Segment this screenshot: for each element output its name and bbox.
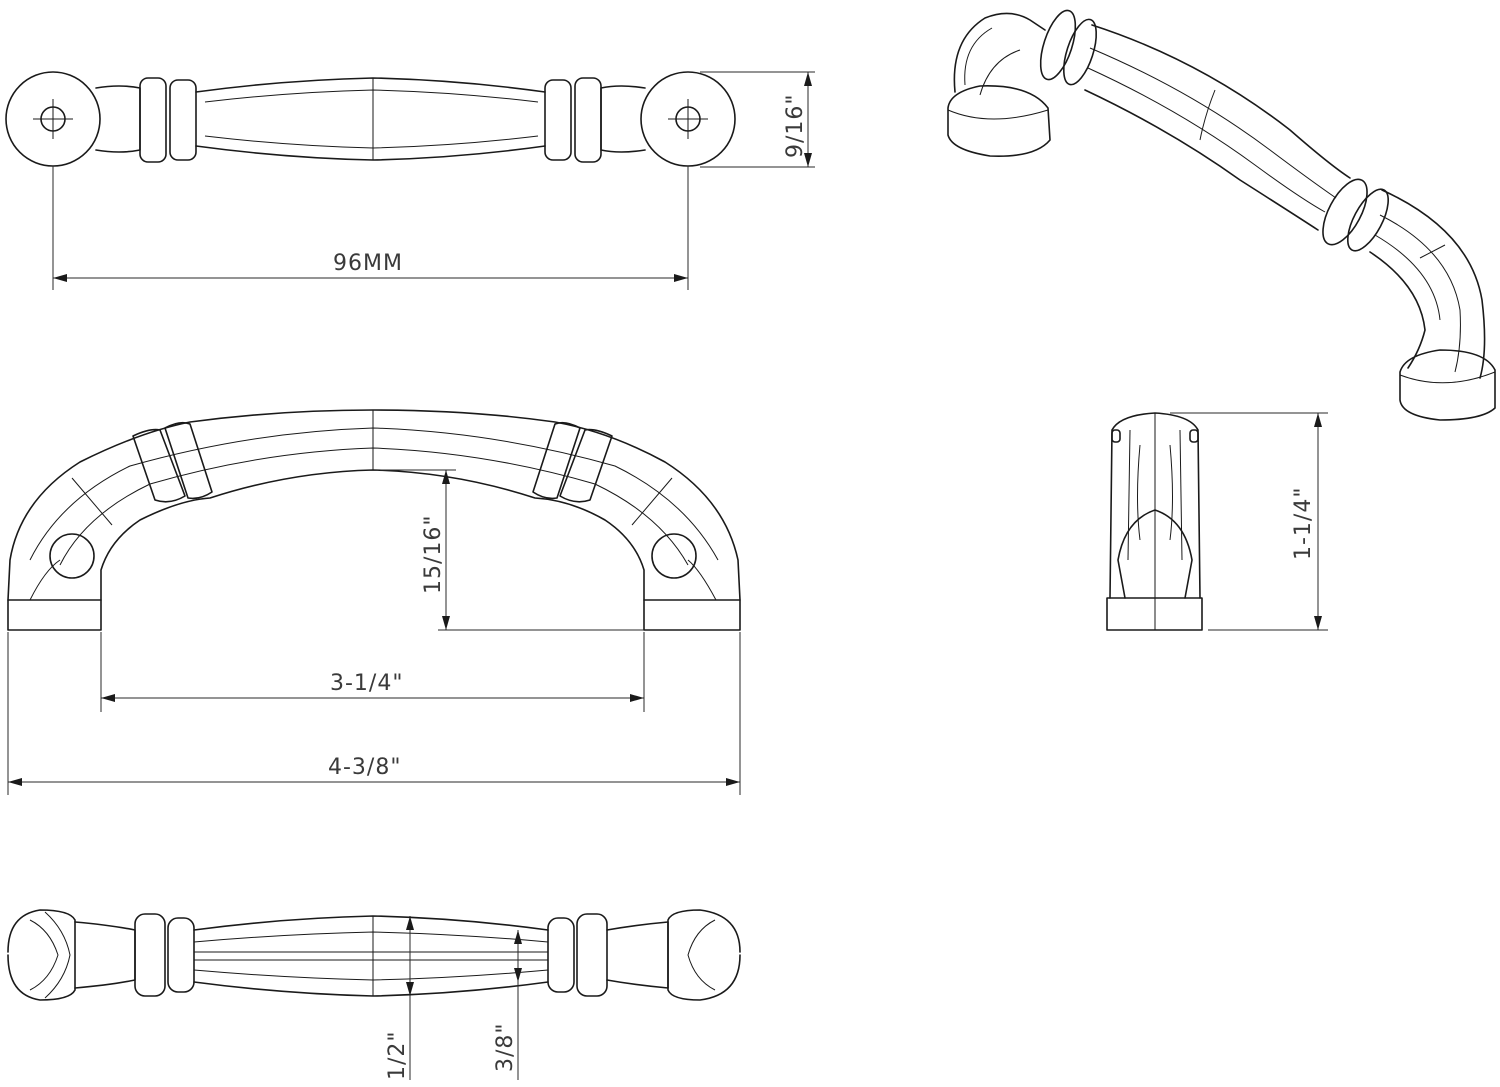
end-height-label: 1-1/4"	[1291, 487, 1316, 560]
bottom-view: 1/2" 3/8"	[7, 909, 741, 1080]
isometric-view	[947, 9, 1496, 421]
front-view: 15/16" 3-1/4" 4-3/8"	[7, 409, 741, 795]
top-height-label: 9/16"	[783, 93, 808, 158]
bottom-width-large-label: 1/2"	[385, 1030, 410, 1080]
overall-length-label: 4-3/8"	[328, 755, 401, 780]
top-view: 9/16" 96MM	[5, 71, 815, 290]
center-to-center-label: 3-1/4"	[330, 671, 403, 696]
end-view: 1-1/4"	[1106, 412, 1328, 631]
side-height-label: 15/16"	[421, 514, 446, 594]
bottom-width-small-label: 3/8"	[493, 1022, 518, 1072]
top-length-label: 96MM	[333, 251, 403, 276]
